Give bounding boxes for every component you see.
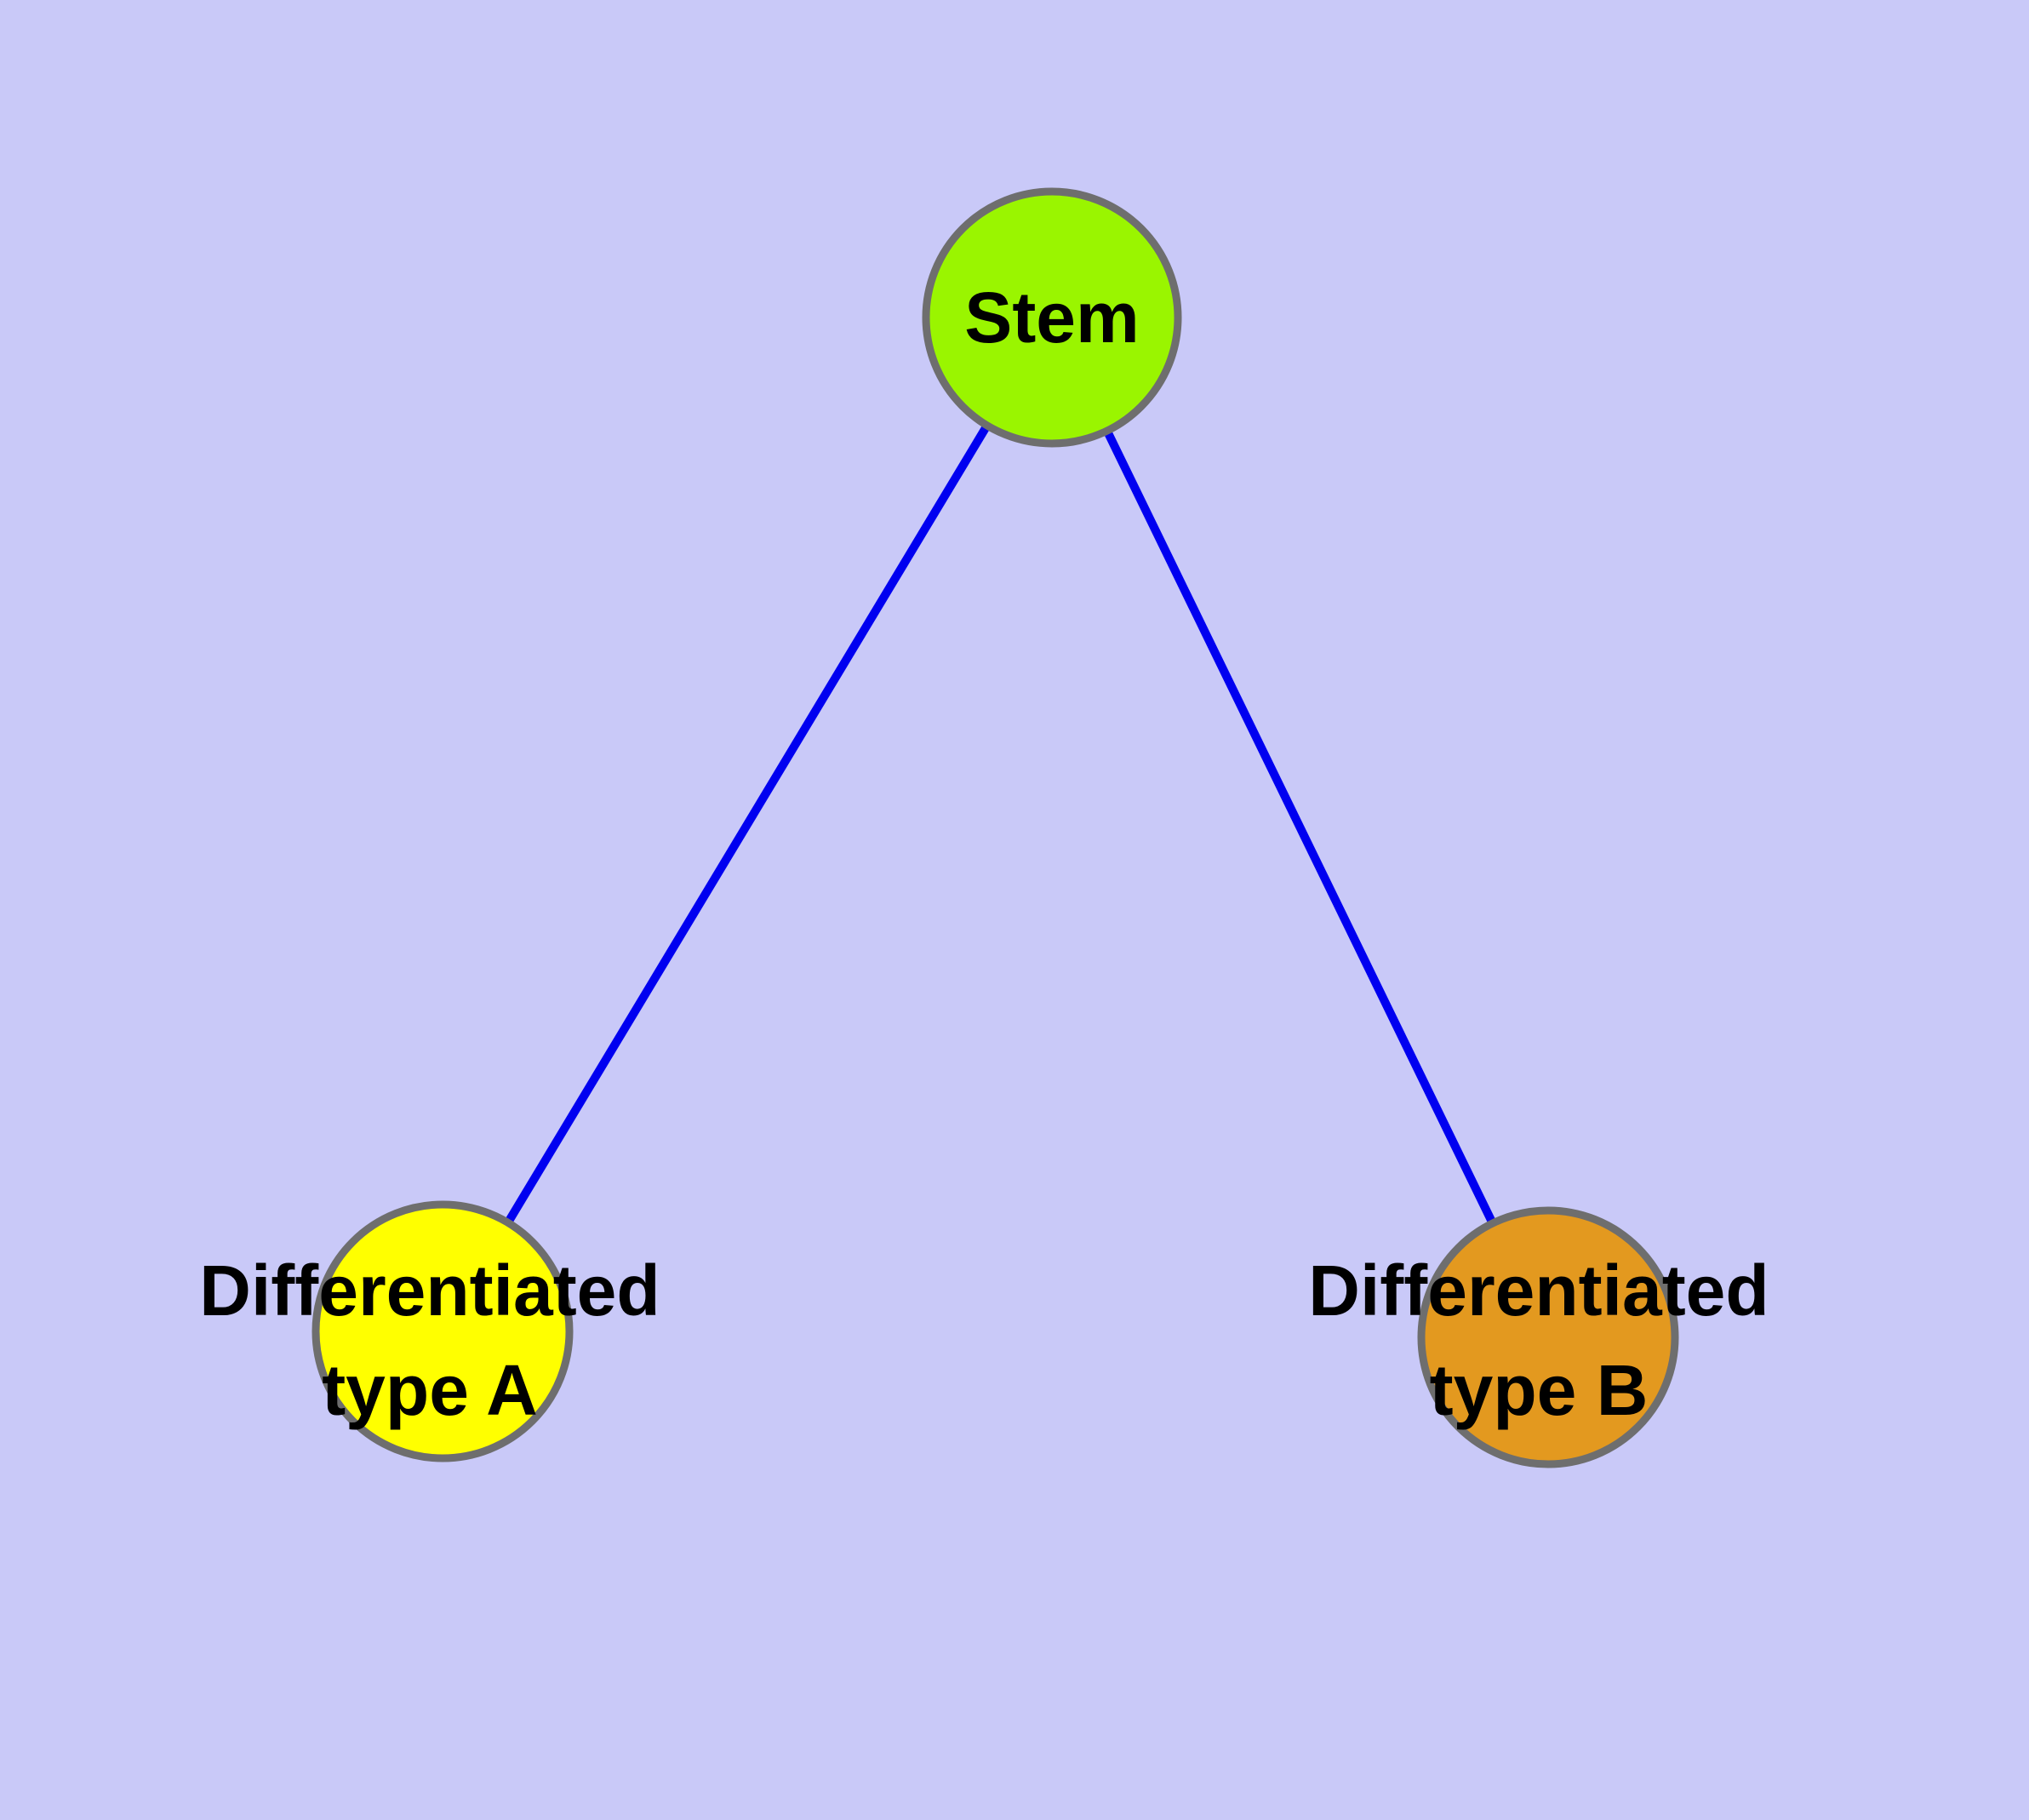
node-differentiated-type-b[interactable] [1417,1206,1679,1468]
node-differentiated-type-a[interactable] [311,1200,574,1462]
node-type-b-label-line2: type B [1430,1350,1649,1430]
edge-stem-to-type-b [1048,315,1552,1340]
node-type-a-label-line1: Differentiated [199,1251,660,1331]
node-stem-label: Stem [964,278,1139,358]
node-stem[interactable] [922,187,1182,448]
node-type-a-label-line2: type A [322,1350,538,1430]
node-type-b-label-line1: Differentiated [1308,1251,1769,1331]
edge-stem-to-type-a [438,315,1056,1334]
